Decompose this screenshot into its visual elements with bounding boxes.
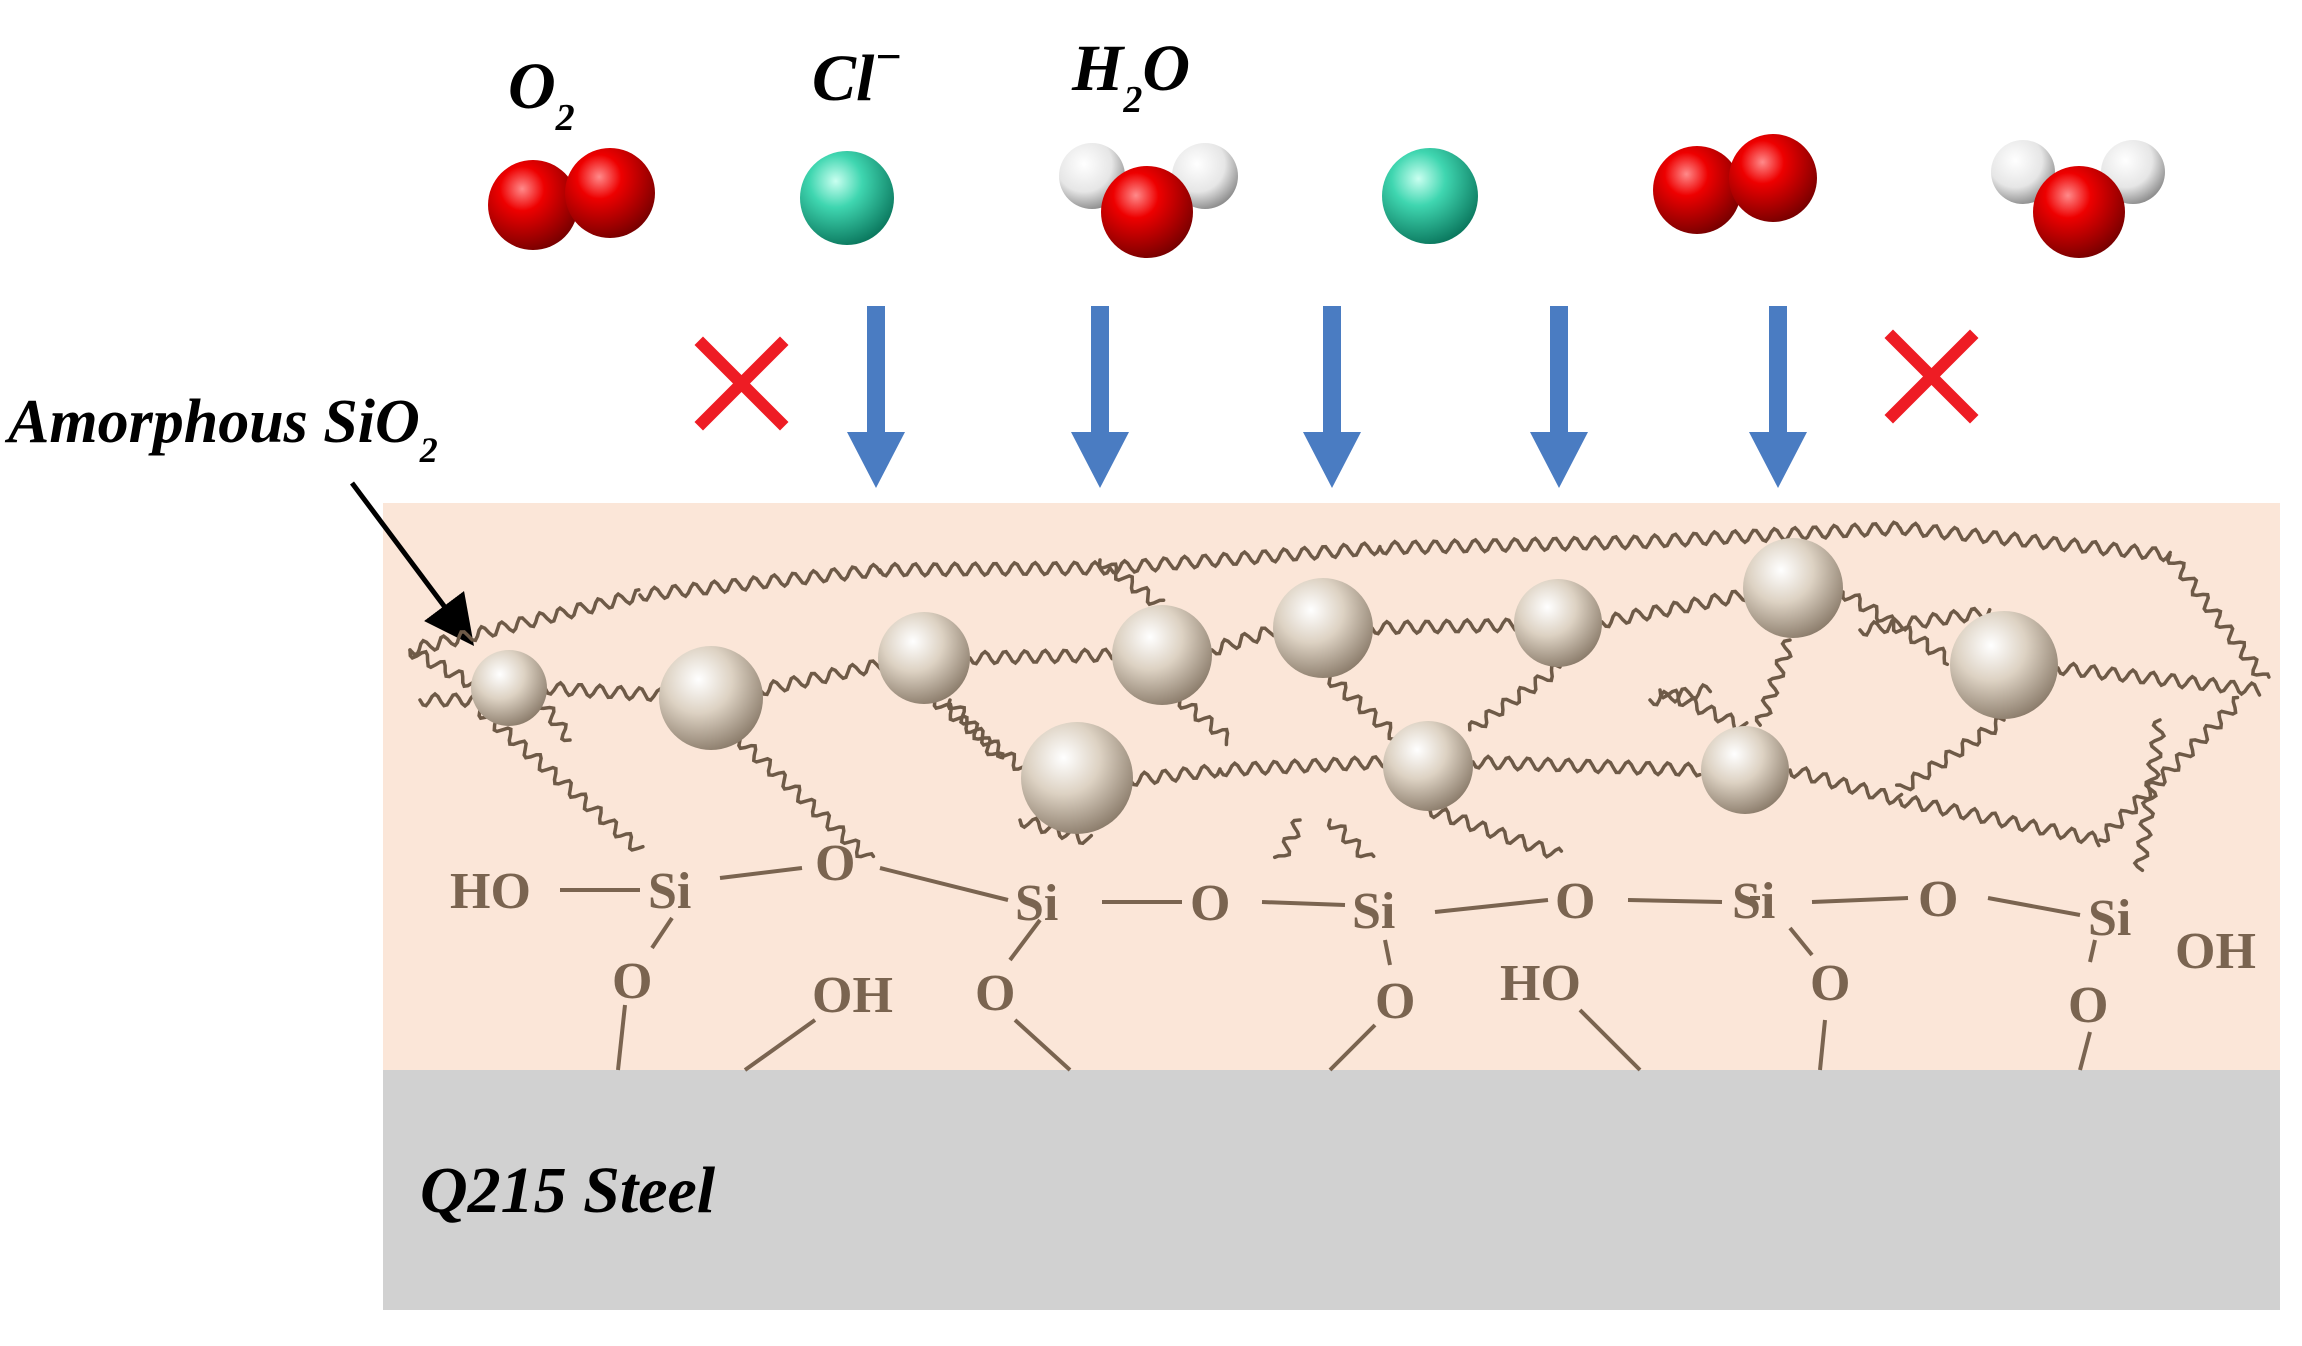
polymer-chain — [1272, 818, 1302, 860]
penetration-arrow-5 — [1749, 306, 1807, 488]
silica-nanoparticle — [1514, 579, 1602, 667]
siloxane-bonds — [560, 866, 2097, 1072]
silica-nanoparticle — [1273, 578, 1373, 678]
oxygen-molecule-2 — [1653, 134, 1817, 234]
polymer-chain — [418, 691, 482, 709]
ho-label: HO — [1500, 955, 1581, 1012]
polymer-chain — [968, 647, 1114, 666]
polymer-chain — [1327, 676, 1406, 742]
si-atom-label: Si — [648, 863, 691, 920]
polymer-chain — [1177, 698, 1230, 747]
polymer-chain — [1218, 754, 1388, 778]
oxygen-molecule-1 — [488, 148, 655, 250]
silica-nanoparticle — [1383, 721, 1473, 811]
si-atom-label: Si — [2088, 890, 2131, 947]
h2o-label: H2O — [1071, 32, 1190, 121]
silica-nanoparticle — [1701, 726, 1789, 814]
polymer-chain — [1841, 590, 1950, 667]
silica-nanoparticle — [878, 612, 970, 704]
silica-nanoparticle — [471, 650, 547, 726]
polymer-chain — [1638, 520, 1902, 550]
o-atom-label: O — [1190, 875, 1230, 932]
o-atom-label: O — [1555, 873, 1595, 930]
polymer-chain — [1378, 534, 1642, 556]
polymer-chain — [1658, 688, 1749, 732]
water-molecule-2 — [1991, 140, 2165, 258]
si-atom-label: Si — [1015, 875, 1058, 932]
coating-pointer-arrow — [349, 481, 474, 647]
silica-nanoparticle — [1112, 605, 1212, 705]
polymer-chain — [1370, 617, 1517, 636]
polymer-chain — [1648, 682, 1713, 707]
o-atom-label: O — [1918, 871, 1958, 928]
o-atom-label: O — [2068, 977, 2108, 1034]
polymer-chain — [2056, 661, 2262, 697]
polymer-chain — [1754, 638, 1793, 727]
polymer-chain — [638, 562, 882, 602]
polymer-chain — [1788, 766, 1904, 806]
blocked-cross-icon-left — [694, 336, 789, 431]
ho-left-label: HO — [450, 863, 531, 920]
polymer-chain — [1898, 521, 2172, 563]
o-atom-label: O — [815, 835, 855, 892]
polymer-chain — [946, 698, 1005, 760]
polymer-chain — [1858, 606, 1992, 637]
oh-right-label: OH — [2175, 923, 2256, 980]
o-atom-label: O — [1375, 973, 1415, 1030]
polymer-chain — [2166, 553, 2271, 679]
penetration-arrow-4 — [1530, 306, 1588, 488]
polymer-chain — [932, 698, 1031, 771]
penetration-arrow-1 — [847, 306, 905, 488]
silica-nanoparticles — [471, 538, 2058, 834]
polymer-chain — [737, 738, 876, 859]
blocked-cross-icon-right — [1884, 329, 1979, 424]
steel-substrate — [383, 1070, 2280, 1310]
polymer-chain — [2098, 695, 2240, 844]
coating-label: Amorphous SiO2 — [4, 388, 438, 470]
polymer-chain — [536, 698, 572, 743]
si-atom-label: Si — [1732, 873, 1775, 930]
polymer-chain — [477, 708, 645, 852]
penetration-arrow-2 — [1071, 306, 1129, 488]
polymer-chain — [408, 588, 641, 657]
polymer-chain — [408, 648, 483, 690]
silica-nanoparticle — [1950, 611, 2058, 719]
chloride-label: Cl− — [812, 31, 902, 115]
polymer-chain — [758, 659, 883, 697]
polymer-chain — [1894, 715, 2006, 792]
polymer-chain — [2132, 718, 2167, 873]
o-atom-label: O — [612, 953, 652, 1010]
chloride-ion-1 — [800, 151, 894, 245]
polymer-chain — [1467, 662, 1562, 732]
polymer-chain — [1097, 558, 1166, 607]
si-atom-label: Si — [1352, 883, 1395, 940]
siloxane-network-labels: HO Si O Si O Si O Si O Si OH O OH O O HO… — [450, 835, 2256, 1034]
polymer-chain — [1471, 754, 1702, 778]
penetration-arrow-3 — [1303, 306, 1361, 488]
polymer-chain — [1210, 626, 1279, 656]
chloride-ion-2 — [1382, 148, 1478, 244]
polymer-chain — [1326, 818, 1376, 859]
polymer-chain — [1428, 807, 1564, 859]
silica-nanoparticle — [1021, 722, 1133, 834]
polymer-chain — [1898, 794, 2101, 848]
o-atom-label: O — [975, 965, 1015, 1022]
polymer-chain — [1108, 541, 1382, 576]
water-molecule-1 — [1059, 143, 1238, 258]
polymer-chain — [1600, 589, 1748, 629]
o2-label: O2 — [508, 50, 575, 139]
polymer-chain — [1128, 763, 1222, 787]
silica-nanoparticle — [659, 646, 763, 750]
o-atom-label: O — [1810, 955, 1850, 1012]
oh-label: OH — [812, 967, 893, 1024]
polymer-chain — [878, 559, 1112, 578]
polymer-chain — [543, 680, 663, 703]
substrate-label: Q215 Steel — [420, 1154, 716, 1227]
silica-nanoparticle — [1743, 538, 1843, 638]
